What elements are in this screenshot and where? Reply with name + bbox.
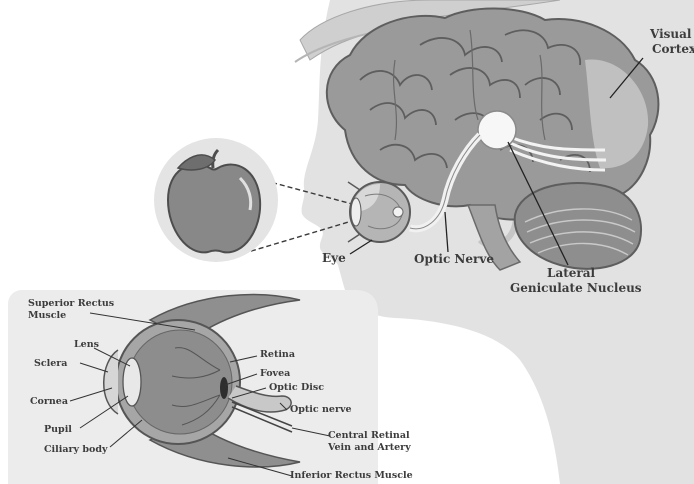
label-pupil: Pupil — [44, 424, 72, 435]
label-inset-optic-nerve: Optic nerve — [290, 404, 352, 415]
apple-icon — [168, 165, 260, 253]
label-inferior-rectus: Inferior Rectus Muscle — [290, 470, 413, 481]
label-visual-cortex: Visual — [649, 27, 692, 41]
lens — [123, 358, 141, 406]
label-eye: Eye — [322, 251, 346, 265]
label-superior-rectus-2: Muscle — [28, 310, 66, 321]
optic-disc — [220, 377, 228, 399]
label-optic-nerve: Optic Nerve — [414, 252, 494, 266]
label-optic-disc: Optic Disc — [269, 382, 324, 393]
label-retina: Retina — [260, 349, 295, 360]
label-lgn-1: Lateral — [547, 266, 595, 280]
label-lens: Lens — [74, 339, 99, 350]
eye-anatomy-inset: Superior Rectus Muscle Lens Sclera Retin… — [8, 290, 413, 484]
label-visual-cortex-2: Cortex — [652, 42, 694, 56]
label-cornea: Cornea — [30, 396, 68, 407]
label-fovea: Fovea — [260, 368, 290, 379]
small-eye — [348, 182, 410, 242]
label-crv-1: Central Retinal — [328, 430, 410, 441]
lgn-circle — [478, 111, 516, 149]
label-superior-rectus: Superior Rectus — [28, 298, 114, 309]
label-crv-2: Vein and Artery — [327, 442, 411, 453]
label-ciliary-body: Ciliary body — [44, 444, 108, 455]
label-sclera: Sclera — [34, 358, 67, 369]
apple-bubble — [154, 138, 278, 262]
label-lgn-2: Geniculate Nucleus — [510, 281, 642, 295]
